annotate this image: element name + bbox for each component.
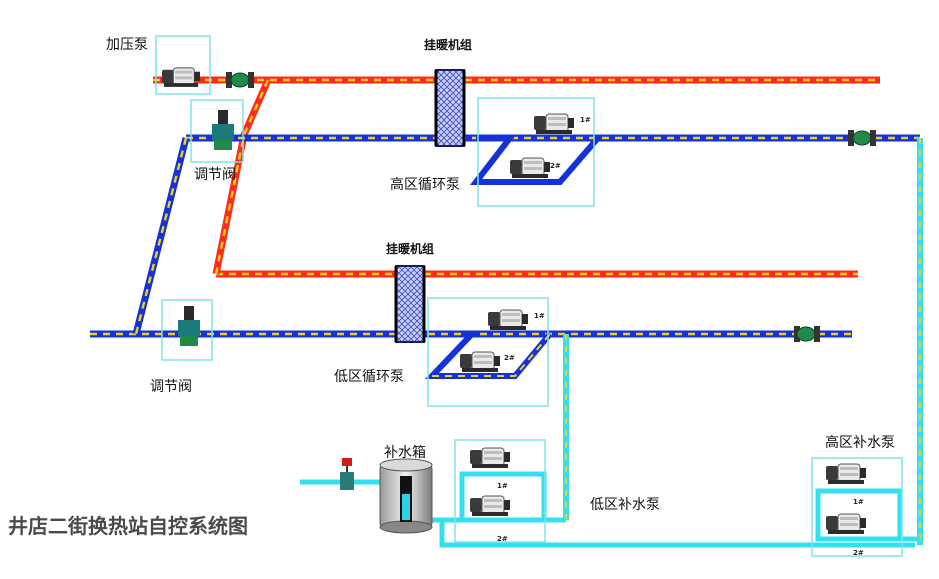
pump-icon[interactable] bbox=[459, 351, 501, 373]
pump-number: 1# bbox=[534, 312, 545, 320]
control-valve-icon[interactable] bbox=[178, 306, 200, 346]
gate-valve-icon[interactable] bbox=[794, 326, 820, 342]
pump-icon[interactable] bbox=[825, 463, 867, 485]
low-makeup-pump-label: 低区补水泵 bbox=[590, 497, 660, 513]
pump-number-labels: 1# 2# 1# 2# 1# 2# 1# 2# bbox=[497, 116, 864, 557]
valve-bottom-label: 调节阀 bbox=[150, 379, 192, 395]
high-circ-pump-bypass bbox=[469, 135, 601, 185]
pump-icon[interactable] bbox=[825, 513, 867, 535]
pump-icon[interactable] bbox=[469, 495, 511, 517]
high-makeup-pump-label: 高区补水泵 bbox=[825, 435, 895, 451]
water-tank-icon[interactable] bbox=[379, 458, 433, 534]
gate-valve-icon[interactable] bbox=[848, 130, 876, 146]
pump-icon[interactable] bbox=[469, 447, 511, 469]
pump-icon[interactable] bbox=[509, 157, 551, 179]
pump-number: 2# bbox=[497, 535, 508, 543]
control-valve-icon[interactable] bbox=[212, 110, 234, 150]
low-circ-pump-label: 低区循环泵 bbox=[334, 369, 404, 385]
water-tank-label: 补水箱 bbox=[384, 445, 426, 461]
heat-exchanger-icon[interactable] bbox=[434, 69, 466, 147]
booster-pump-icon[interactable] bbox=[161, 67, 201, 88]
gate-valve-icon[interactable] bbox=[226, 72, 254, 88]
booster-pump-label: 加压泵 bbox=[106, 37, 148, 53]
exchanger-top-label: 挂暖机组 bbox=[424, 38, 473, 52]
valve-top-label: 调节阀 bbox=[194, 167, 236, 183]
supply-pipes bbox=[153, 76, 880, 278]
equipment-frames bbox=[155, 35, 903, 557]
exchanger-mid-label: 挂暖机组 bbox=[386, 242, 435, 256]
pump-number: 2# bbox=[853, 549, 864, 557]
high-circ-pump-label: 高区循环泵 bbox=[390, 177, 460, 193]
pump-number: 2# bbox=[550, 162, 561, 170]
pump-number: 1# bbox=[497, 482, 508, 490]
inlet-valve-icon[interactable] bbox=[340, 458, 354, 490]
pump-number: 1# bbox=[580, 116, 591, 124]
page-title: 井店二街换热站自控系统图 bbox=[8, 514, 248, 538]
pump-icon[interactable] bbox=[487, 309, 529, 331]
pump-icon[interactable] bbox=[533, 113, 575, 135]
makeup-pipes bbox=[300, 138, 923, 548]
pump-number: 2# bbox=[504, 354, 515, 362]
pump-number: 1# bbox=[853, 498, 864, 506]
heat-exchanger-icon[interactable] bbox=[394, 265, 426, 343]
low-circ-pump-bypass bbox=[425, 331, 553, 379]
